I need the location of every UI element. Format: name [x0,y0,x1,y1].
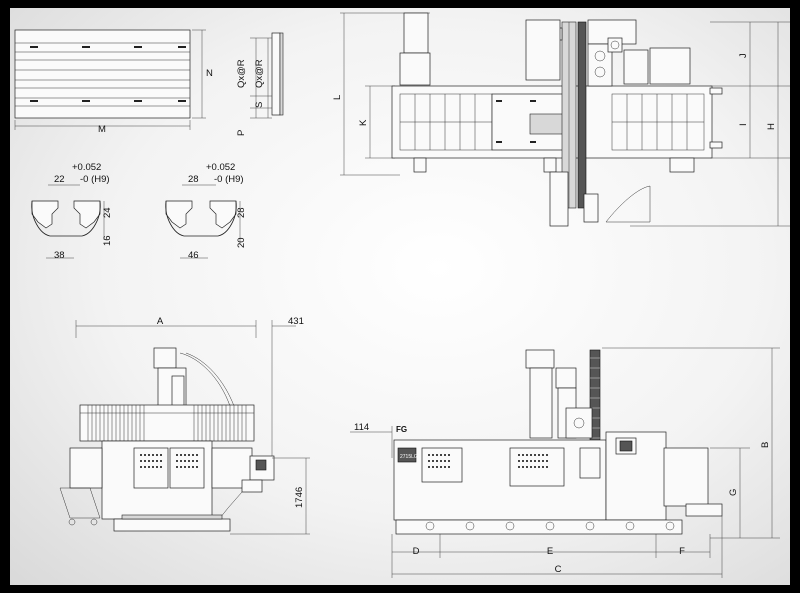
slot-table-plan: M N Qx@R Qx@R S P [14,29,284,136]
model-label: 2715LG [400,454,418,460]
machine-dimension-drawing: M N Qx@R Qx@R S P +0.052 -0 (H9) 22 24 1… [14,12,790,578]
side-dim-b: B [760,442,771,448]
machine-front-view: A 431 [59,316,310,535]
slot22-width: 22 [54,174,65,185]
dim-pitch-label: Qx@R [236,59,247,88]
front-dim-offset: 431 [288,316,304,327]
t-slot-28-section: +0.052 -0 (H9) 28 28 20 46 [165,162,247,261]
side-dim-c: C [555,564,562,575]
slot28-tol-upper: +0.052 [206,162,235,173]
side-dim-d: D [413,546,420,557]
dim-n-label: N [206,68,213,79]
slot28-tol-lower: -0 (H9) [214,174,244,185]
machine-top-view: L K [332,12,790,227]
top-dim-j: J [738,53,749,58]
machine-side-view: 114 FG 2715LG [350,347,780,578]
slot28-depth: 28 [236,207,247,218]
slot22-tol-lower: -0 (H9) [80,174,110,185]
slot22-depth: 24 [102,207,113,218]
slot22-tol-upper: +0.052 [72,162,101,173]
slot22-base-width: 38 [54,250,65,261]
front-dim-a: A [157,316,164,327]
brand-label: FG [396,425,407,434]
top-dim-l: L [332,95,343,100]
drawing-sheet: M N Qx@R Qx@R S P +0.052 -0 (H9) 22 24 1… [10,8,790,585]
slot28-width: 28 [188,174,199,185]
dim-pitch-label-2: Qx@R [254,59,265,88]
slot22-base-height: 16 [102,235,113,246]
t-slot-22-section: +0.052 -0 (H9) 22 24 16 38 [31,162,113,261]
slot28-base-height: 20 [236,237,247,248]
dim-s-label: S [254,102,265,108]
slot28-base-width: 46 [188,250,199,261]
top-dim-i: I [738,123,749,126]
front-dim-height: 1746 [294,487,305,508]
dim-m-label: M [98,124,106,135]
side-dim-offset: 114 [354,422,369,433]
dim-p-label: P [236,130,247,136]
side-dim-e: E [547,546,553,557]
side-dim-g: G [728,489,739,496]
top-dim-k: K [358,119,369,126]
top-dim-h: H [766,123,777,130]
side-dim-f: F [679,546,685,557]
